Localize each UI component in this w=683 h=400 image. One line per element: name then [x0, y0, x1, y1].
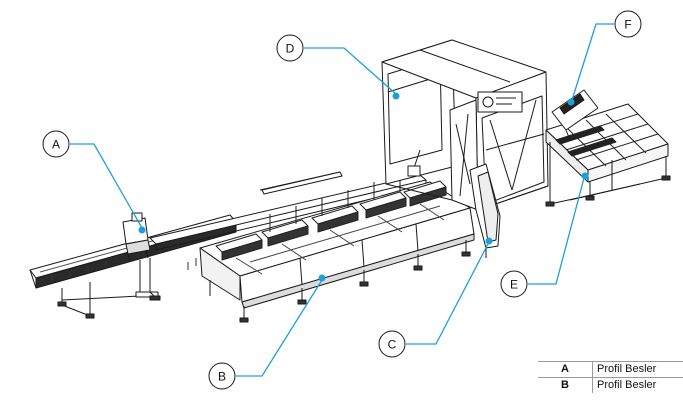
- callout-a: A: [42, 130, 146, 234]
- callout-d-marker: [392, 92, 400, 100]
- legend-key: A: [538, 361, 593, 378]
- callout-d: D: [276, 34, 400, 100]
- legend-value: Profil Besler: [592, 361, 683, 378]
- callout-f-circle: [614, 10, 642, 38]
- callout-f: F: [567, 10, 642, 106]
- callout-d-letter: D: [286, 42, 295, 56]
- callouts: A B C D E: [42, 10, 642, 390]
- machine-drawing: [29, 39, 671, 323]
- callout-c-marker: [485, 237, 493, 245]
- legend-table: A Profil Besler B Profil Besler: [538, 361, 683, 393]
- callout-c: C: [378, 237, 493, 358]
- callout-f-letter: F: [624, 18, 631, 32]
- callout-b: B: [208, 274, 326, 390]
- callout-c-circle: [378, 330, 406, 358]
- callout-b-letter: B: [218, 370, 226, 384]
- profile-feeder-carriage: [122, 212, 151, 263]
- callout-e-letter: E: [510, 278, 518, 292]
- legend-row: A Profil Besler: [538, 361, 683, 378]
- callout-b-circle: [208, 362, 236, 390]
- callout-b-marker: [318, 274, 326, 282]
- callout-a-marker: [138, 226, 146, 234]
- processing-table: [199, 176, 475, 323]
- callout-c-letter: C: [388, 338, 397, 352]
- legend-row: B Profil Besler: [538, 377, 683, 393]
- legend-value: Profil Besler: [592, 377, 683, 393]
- callout-f-marker: [567, 98, 575, 106]
- control-console: [469, 163, 501, 258]
- callout-d-circle: [276, 34, 304, 62]
- callout-e-circle: [500, 270, 528, 298]
- callout-e-marker: [581, 172, 589, 180]
- processing-cabin: [381, 39, 549, 211]
- callout-a-letter: A: [52, 138, 60, 152]
- callout-a-circle: [42, 130, 70, 158]
- outfeed-table: [545, 103, 671, 207]
- callout-e: E: [500, 172, 589, 298]
- legend-key: B: [538, 377, 593, 393]
